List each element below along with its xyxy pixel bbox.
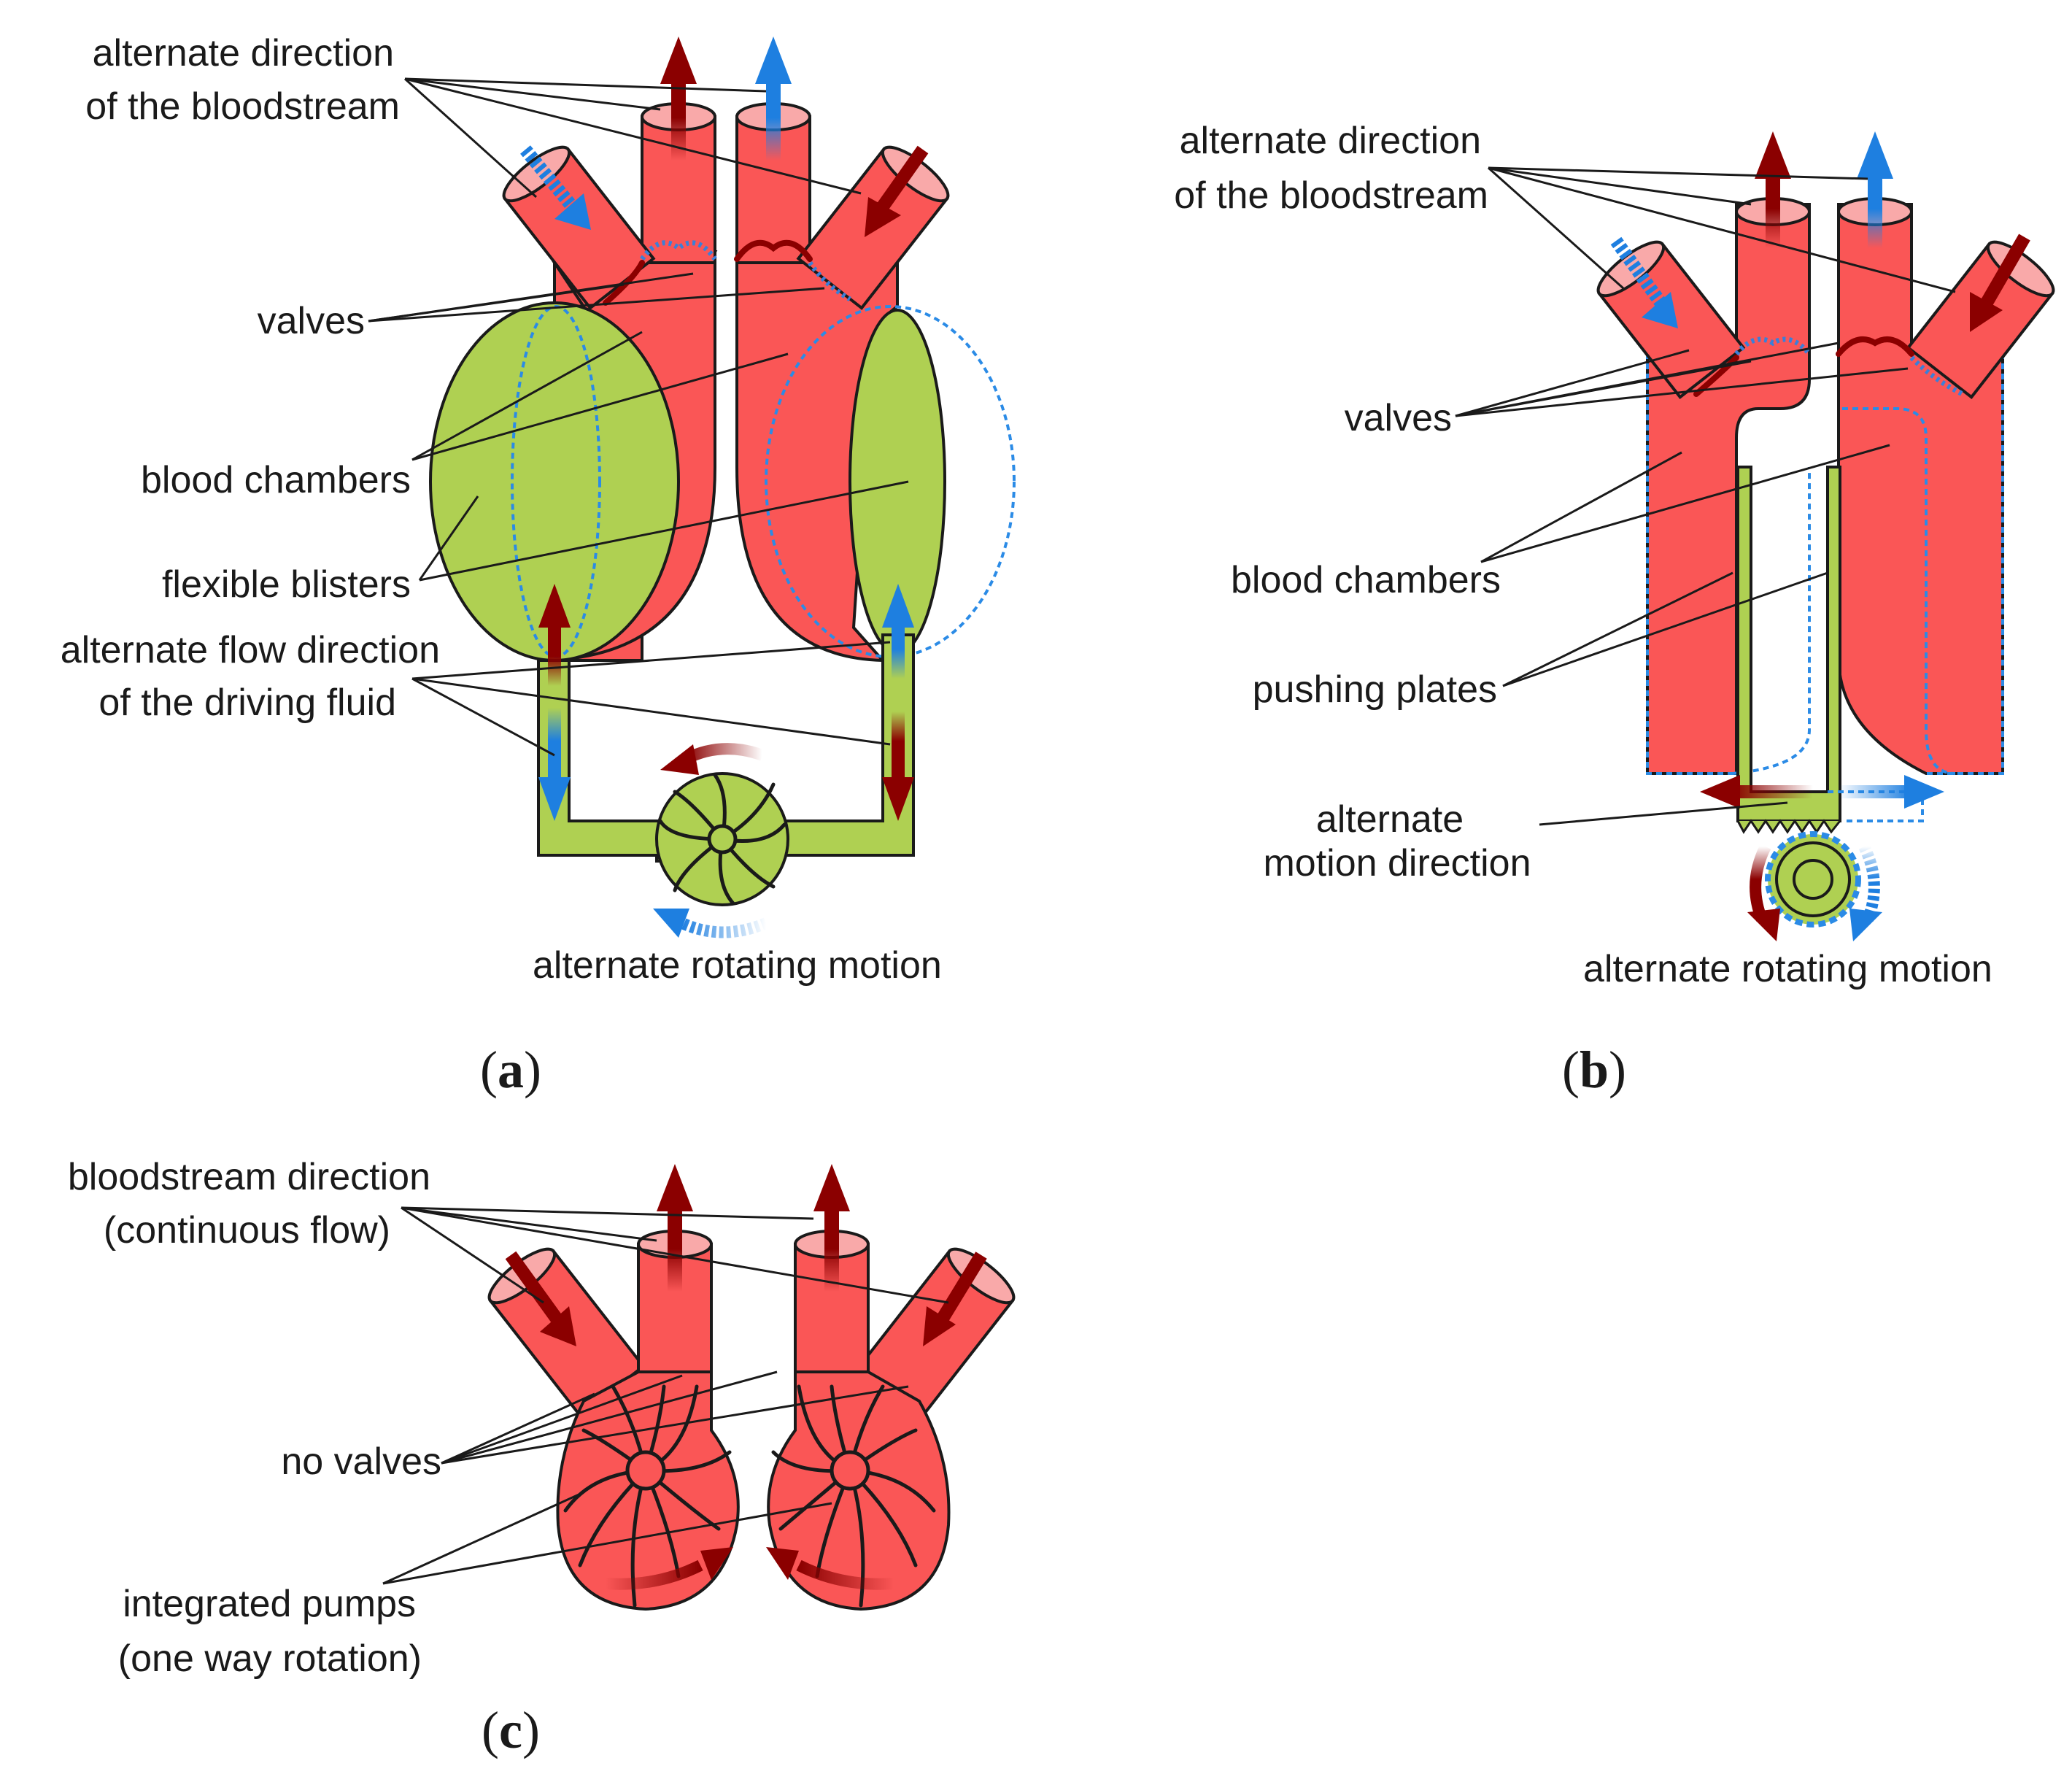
arrow-b-out-left <box>1755 131 1791 248</box>
inflow-opening-left <box>502 145 571 203</box>
arrow-c-out-left <box>657 1164 693 1292</box>
panel-a: alternate direction of the bloodstream v… <box>61 32 1016 1099</box>
label-b-motion-line2: motion direction <box>1263 842 1531 884</box>
chamber-b-right-inner-outline <box>1842 407 1956 775</box>
arrow-c-rotation-right <box>766 1547 894 1590</box>
label-direction-line2: of the bloodstream <box>85 85 400 128</box>
arrow-driving-left-down <box>538 708 571 821</box>
label-driving-line1: alternate flow direction <box>61 629 440 671</box>
gear-hub <box>1793 859 1833 900</box>
arrow-rotation-bottom <box>653 909 769 938</box>
arrow-c-in-right <box>923 1252 987 1346</box>
arrow-b-motion-left <box>1700 775 1813 809</box>
label-c-direction-line2: (continuous flow) <box>104 1209 390 1252</box>
valve-a2 <box>640 240 717 261</box>
arrow-c-rotation-left <box>605 1547 733 1590</box>
chamber-b-left-outline <box>1646 343 1736 775</box>
label-valves: valves <box>258 300 365 342</box>
leader-lines-b <box>1455 166 1956 826</box>
label-c-direction-line1: bloodstream direction <box>68 1156 430 1198</box>
inflow-c-right-opening <box>946 1247 1016 1305</box>
valve-a1 <box>603 260 645 306</box>
arrow-c-out-right <box>813 1164 850 1292</box>
label-driving-line2: of the driving fluid <box>98 682 396 724</box>
chamber-b-left-inner-outline <box>1732 467 1811 775</box>
label-rotating: alternate rotating motion <box>533 944 942 987</box>
arrow-rotation-top <box>660 743 765 775</box>
outflow-pipe-right <box>735 115 811 264</box>
inflow-b-right-opening <box>1986 240 2055 298</box>
label-b-rotating: alternate rotating motion <box>1583 948 1992 990</box>
arrow-b-rotation-right <box>1849 844 1882 941</box>
label-c-pumps-line1: integrated pumps <box>123 1583 416 1625</box>
arrow-blood-in-left <box>520 145 591 230</box>
caption-b: (b) <box>1562 1041 1626 1099</box>
arrow-b-out-right <box>1857 131 1893 248</box>
pump-c-left-body <box>556 1370 740 1611</box>
valve-a3 <box>734 239 813 262</box>
driving-fluid-circuit <box>537 633 915 863</box>
label-flexible-blisters: flexible blisters <box>162 563 411 606</box>
arrow-b-rotation-left <box>1747 844 1780 941</box>
label-b-blood-chambers: blood chambers <box>1231 559 1501 601</box>
arrow-driving-left-up <box>538 584 571 686</box>
valve-a4 <box>808 261 851 302</box>
arrow-blood-in-right <box>865 145 929 237</box>
pushing-plate-left <box>1736 466 1841 822</box>
arrow-b-in-right <box>1970 234 2030 332</box>
label-b-direction-line2: of the bloodstream <box>1174 174 1488 217</box>
leader-lines-a <box>368 77 909 757</box>
valve-b3 <box>1836 336 1914 357</box>
caption-c: (c) <box>482 1701 540 1759</box>
leader-lines-c <box>382 1206 949 1585</box>
pump-c-left-hub <box>625 1450 666 1491</box>
label-b-valves: valves <box>1345 397 1452 439</box>
panel-b: alternate direction of the bloodstream v… <box>1174 120 2055 1099</box>
rack-teeth <box>1736 819 1841 834</box>
arrow-blood-out-right <box>755 36 792 161</box>
caption-a: (a) <box>480 1041 541 1099</box>
arrow-driving-right-up <box>882 584 914 679</box>
label-b-pushing-plates: pushing plates <box>1253 668 1497 711</box>
inflow-opening-right <box>881 145 950 203</box>
driving-pump-hub <box>707 824 738 855</box>
valve-b2 <box>1734 336 1812 356</box>
label-b-motion-line1: alternate <box>1316 798 1464 841</box>
arrow-b-motion-right <box>1839 775 1944 809</box>
arrow-b-in-left <box>1610 236 1678 328</box>
pump-c-right-hub <box>830 1450 870 1491</box>
label-c-no-valves: no valves <box>281 1441 441 1483</box>
label-c-pumps-line2: (one way rotation) <box>118 1638 422 1680</box>
arrow-driving-right-down <box>882 711 914 821</box>
label-b-direction-line1: alternate direction <box>1180 120 1481 162</box>
panel-c: bloodstream direction (continuous flow) … <box>68 1156 1016 1759</box>
arrow-c-in-left <box>505 1251 576 1346</box>
label-blood-chambers: blood chambers <box>141 459 411 501</box>
label-direction-line1: alternate direction <box>93 32 394 74</box>
pump-c-right-body <box>767 1370 951 1611</box>
